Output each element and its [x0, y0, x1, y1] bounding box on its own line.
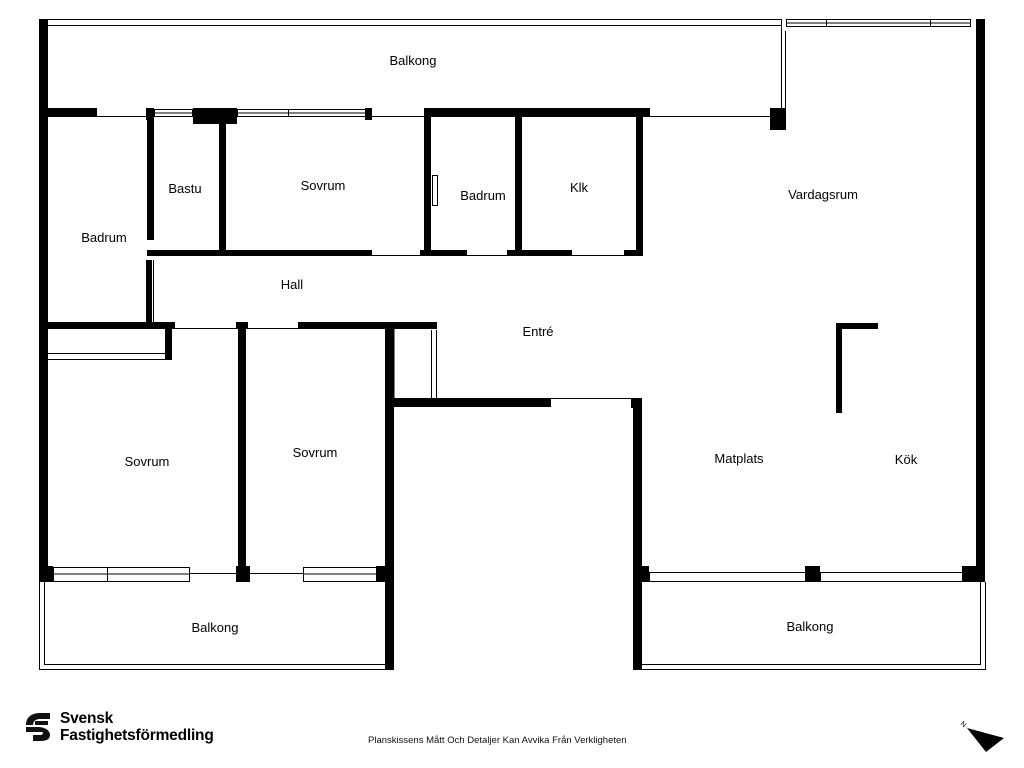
balcony-bottom-left-inner	[44, 582, 385, 665]
label-vardagsrum: Vardagsrum	[788, 187, 858, 202]
wall-bastu-right	[219, 117, 226, 253]
label-sovrum-left: Sovrum	[125, 454, 170, 469]
window-kok	[820, 572, 963, 582]
label-badrum-left: Badrum	[81, 230, 127, 245]
wall-hall-top-b	[420, 250, 467, 256]
pillar-bm	[236, 566, 250, 582]
logo-text: Svensk Fastighetsförmedling	[60, 710, 214, 744]
wall-hall-bottom-c	[298, 322, 437, 329]
pillar-mr	[633, 566, 649, 582]
balcony-top-outline	[44, 19, 782, 26]
pillar-br-left	[376, 566, 394, 582]
wall-hall-top-a	[147, 250, 372, 256]
label-matplats: Matplats	[714, 451, 764, 466]
logo-line-1: Svensk	[60, 710, 114, 727]
label-sovrum-mid: Sovrum	[293, 445, 338, 460]
balcony-bottom-left-outline	[39, 582, 385, 670]
wall-wardrobe-right	[165, 322, 172, 360]
wall-row-1b	[193, 108, 237, 124]
label-bastu: Bastu	[168, 181, 201, 196]
wall-pillar-small-2	[365, 108, 372, 120]
balcony-bottom-right-inner	[642, 582, 981, 665]
wall-sovrum-mid-right	[385, 322, 394, 670]
wall-matplats-left	[633, 398, 642, 670]
label-hall: Hall	[281, 277, 304, 292]
badrum-fixture	[432, 175, 438, 206]
disclaimer-text: Planskissens Mått Och Detaljer Kan Avvik…	[368, 735, 627, 746]
wall-row-1a	[39, 108, 97, 117]
label-balkong-top: Balkong	[390, 53, 437, 68]
north-letter: N	[959, 720, 967, 729]
wall-right-outer	[976, 19, 985, 582]
sf-logo-icon	[26, 713, 50, 741]
wall-klk-right	[636, 117, 643, 256]
pillar-mid	[805, 566, 820, 582]
wall-row-1c	[424, 108, 650, 117]
wall-bastu-left	[147, 117, 154, 240]
label-klk: Klk	[570, 180, 589, 195]
label-balkong-bottom-left: Balkong	[192, 620, 239, 635]
pillar-tr	[976, 19, 985, 31]
room-labels: Balkong Badrum Bastu Sovrum Badrum Klk V…	[81, 53, 917, 635]
wall-kitchen-top	[836, 323, 878, 329]
window-matplats	[649, 572, 806, 582]
brand-logo: Svensk Fastighetsförmedling	[22, 710, 214, 744]
wall-sovrum-right	[424, 117, 431, 253]
north-arrow-icon: N	[959, 720, 1004, 752]
walls	[39, 19, 985, 670]
wall-hall-top-c	[507, 250, 572, 256]
label-badrum-mid: Badrum	[460, 188, 506, 203]
wall-sovrum-divider	[238, 322, 246, 582]
logo-line-2: Fastighetsförmedling	[60, 727, 214, 744]
label-sovrum-top: Sovrum	[301, 178, 346, 193]
wall-hall-top-d	[624, 250, 643, 256]
pillar-rr	[962, 566, 985, 582]
balcony-bottom-right-outline	[642, 582, 986, 670]
label-balkong-bottom-right: Balkong	[787, 619, 834, 634]
pillar-bl	[39, 566, 53, 582]
wall-closet-bottom	[385, 398, 551, 407]
wall-hall-bottom-a	[39, 322, 175, 329]
wall-kitchen-side	[836, 323, 842, 413]
wall-badrum-right	[515, 117, 522, 253]
thin-lines	[39, 19, 986, 670]
wall-left-outer	[39, 19, 48, 582]
wall-stub-left	[146, 260, 152, 322]
floor-plan: Balkong Badrum Bastu Sovrum Badrum Klk V…	[39, 19, 986, 670]
wall-pillar-small	[146, 108, 154, 120]
wall-pillar-top	[770, 108, 786, 130]
label-entre: Entré	[522, 324, 553, 339]
label-kok: Kök	[895, 452, 918, 467]
